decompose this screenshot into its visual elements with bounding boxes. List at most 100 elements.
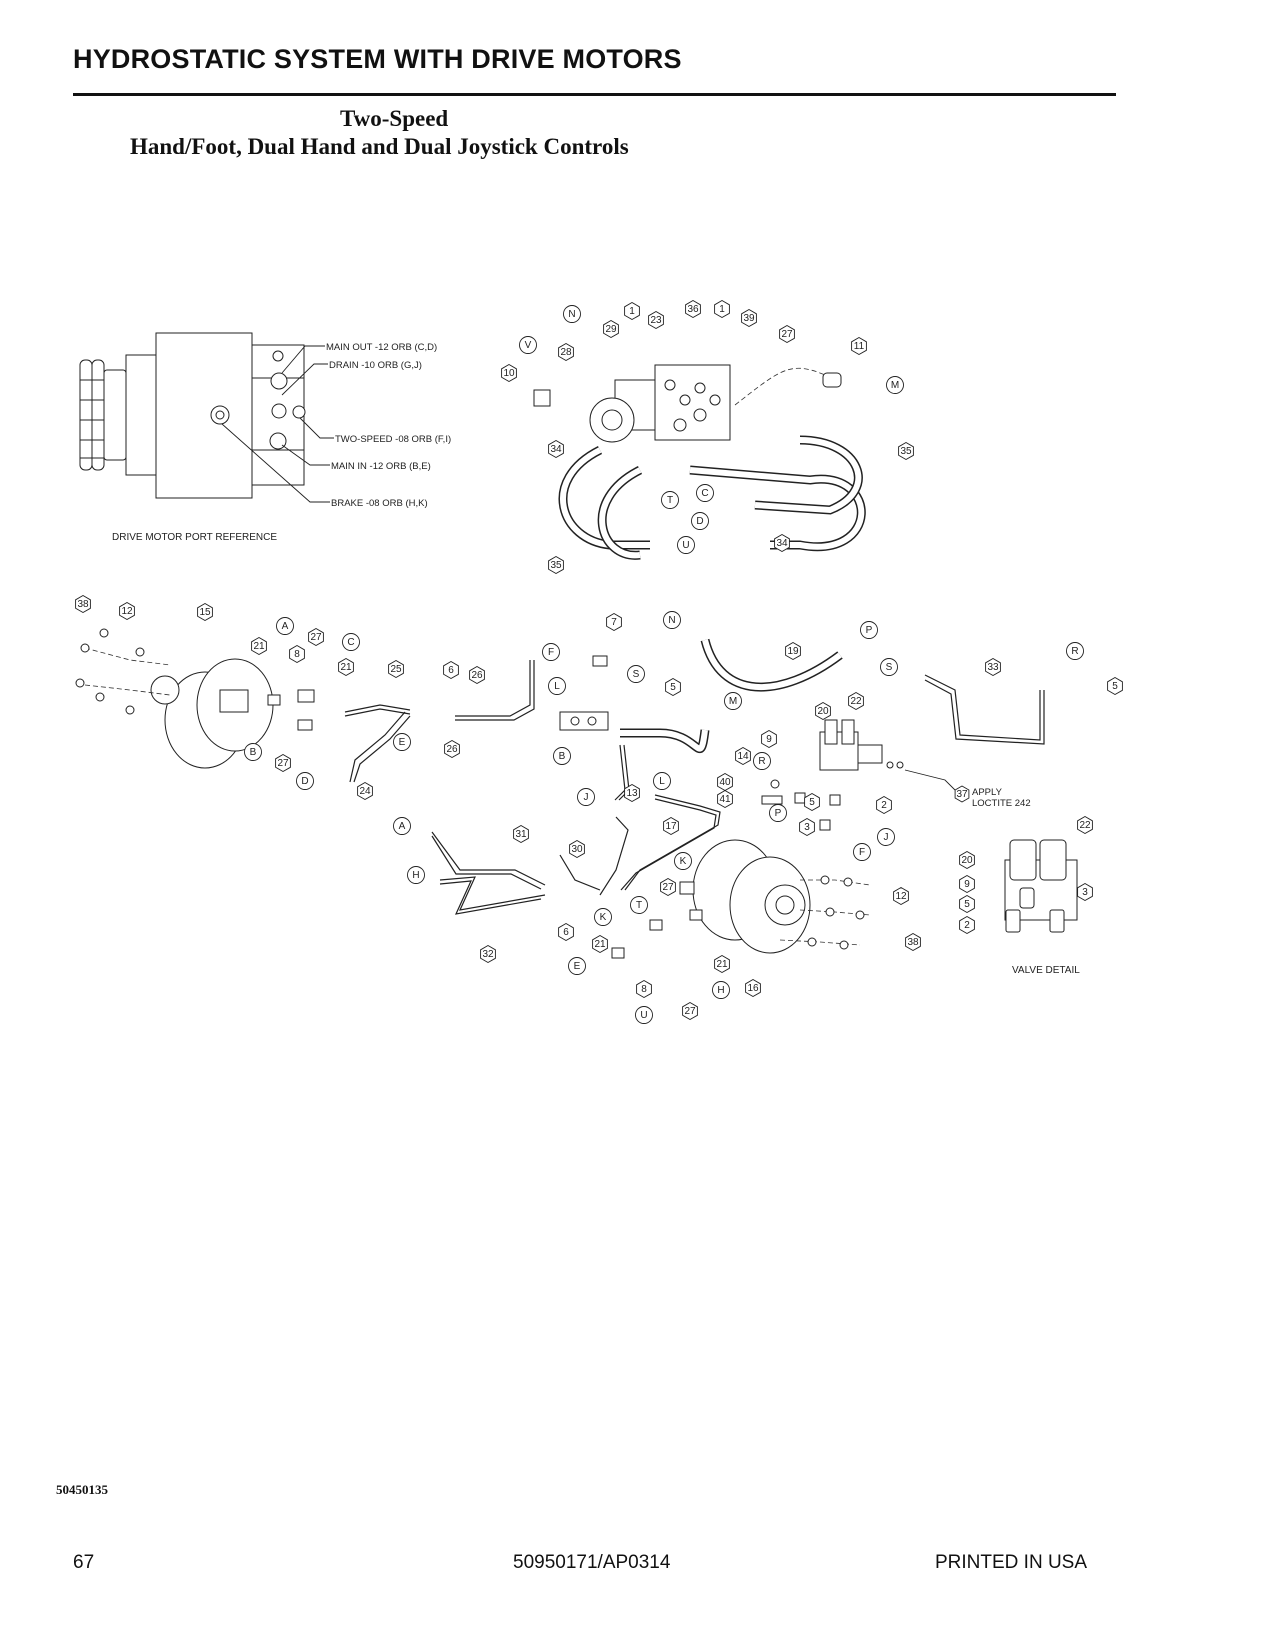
callout-shape [848,691,864,711]
callout-shape [594,908,612,926]
callout-shape [663,816,679,836]
port-two-speed: TWO-SPEED -08 ORB (F,I) [335,434,451,445]
drawing-number: 50450135 [56,1482,108,1497]
callout-shape [714,954,730,974]
callout-shape [898,441,914,461]
callout-shape [663,611,681,629]
callout-shape [569,839,585,859]
callout-shape [444,739,460,759]
callout-shape [741,308,757,328]
callout-label: 10 [503,368,515,379]
callout-25: 25 [388,659,404,679]
callout-label: 26 [446,744,458,755]
callout-26: 26 [444,739,460,759]
callout-shape [745,978,761,998]
motor-body [155,332,253,499]
callout-shape [959,874,975,894]
callout-shape [691,512,709,530]
callout-shape [548,555,564,575]
callout-label: 37 [956,789,968,800]
callout-5: 5 [665,677,681,697]
callout-p: P [769,804,787,822]
callout-shape [480,944,496,964]
callout-label: 3 [1082,887,1088,898]
callout-label: 1 [719,304,725,315]
callout-shape [853,843,871,861]
port-main-out: MAIN OUT -12 ORB (C,D) [326,342,437,353]
callout-shape [753,752,771,770]
callout-37: 37 [954,785,970,803]
callout-label: 34 [776,538,788,549]
callout-f: F [853,843,871,861]
callout-t: T [630,896,648,914]
page-title: HYDROSTATIC SYSTEM WITH DRIVE MOTORS [73,44,682,74]
callout-label: 26 [471,670,483,681]
callout-12: 12 [119,601,135,621]
pump-fitting-11 [822,372,842,388]
callout-shape [799,817,815,837]
callout-shape [877,828,895,846]
callout-32: 32 [480,944,496,964]
callout-m: M [886,376,904,394]
callout-shape [627,665,645,683]
callout-shape [469,665,485,685]
callout-label: S [886,662,893,673]
fitting-40 [770,779,780,789]
callout-shape [660,877,676,897]
callout-shape [886,376,904,394]
callout-label: E [399,737,406,748]
callout-label: 12 [121,606,133,617]
callout-label: U [640,1010,647,1021]
callout-13: 13 [624,783,640,803]
callout-t: T [661,491,679,509]
callout-label: R [1071,646,1078,657]
sprocket-illustration [79,354,157,476]
callout-label: 30 [571,844,583,855]
callout-shape [661,491,679,509]
callout-f: F [542,643,560,661]
callout-shape [636,979,652,999]
callout-14: 14 [735,746,751,766]
callout-36: 36 [685,299,701,319]
callout-shape [388,659,404,679]
callout-label: 41 [719,794,731,805]
callout-shape [774,533,790,553]
callout-label: 31 [515,829,527,840]
callout-shape [696,484,714,502]
callout-label: 1 [629,306,635,317]
callout-label: 27 [662,882,674,893]
callout-shape [985,657,1001,677]
callout-shape [275,753,291,773]
callout-33: 33 [985,657,1001,677]
page-number: 67 [73,1552,95,1573]
callout-9: 9 [761,729,777,749]
fitting-41 [761,795,783,805]
callout-label: 24 [359,786,371,797]
callout-8: 8 [289,644,305,664]
callout-22: 22 [1077,815,1093,835]
callout-k: K [594,908,612,926]
callout-20: 20 [959,850,975,870]
callout-27: 27 [682,1001,698,1021]
callout-label: 15 [199,607,211,618]
callout-shape [779,324,795,344]
callout-label: A [282,621,289,632]
callout-label: B [559,751,566,762]
callout-s: S [880,658,898,676]
subtitle-controls: Hand/Foot, Dual Hand and Dual Joystick C… [130,134,629,159]
callout-11: 11 [851,336,867,356]
callout-21: 21 [592,934,608,954]
callout-b: B [244,743,262,761]
callout-shape [893,886,909,906]
port-main-in: MAIN IN -12 ORB (B,E) [331,461,431,472]
callout-shape [959,850,975,870]
callout-label: 39 [743,313,755,324]
callout-label: 20 [817,706,829,717]
callout-shape [563,305,581,323]
callout-10: 10 [501,363,517,383]
callout-label: 7 [611,617,617,628]
callout-shape [548,439,564,459]
callout-shape [648,310,664,330]
callout-shape [558,922,574,942]
